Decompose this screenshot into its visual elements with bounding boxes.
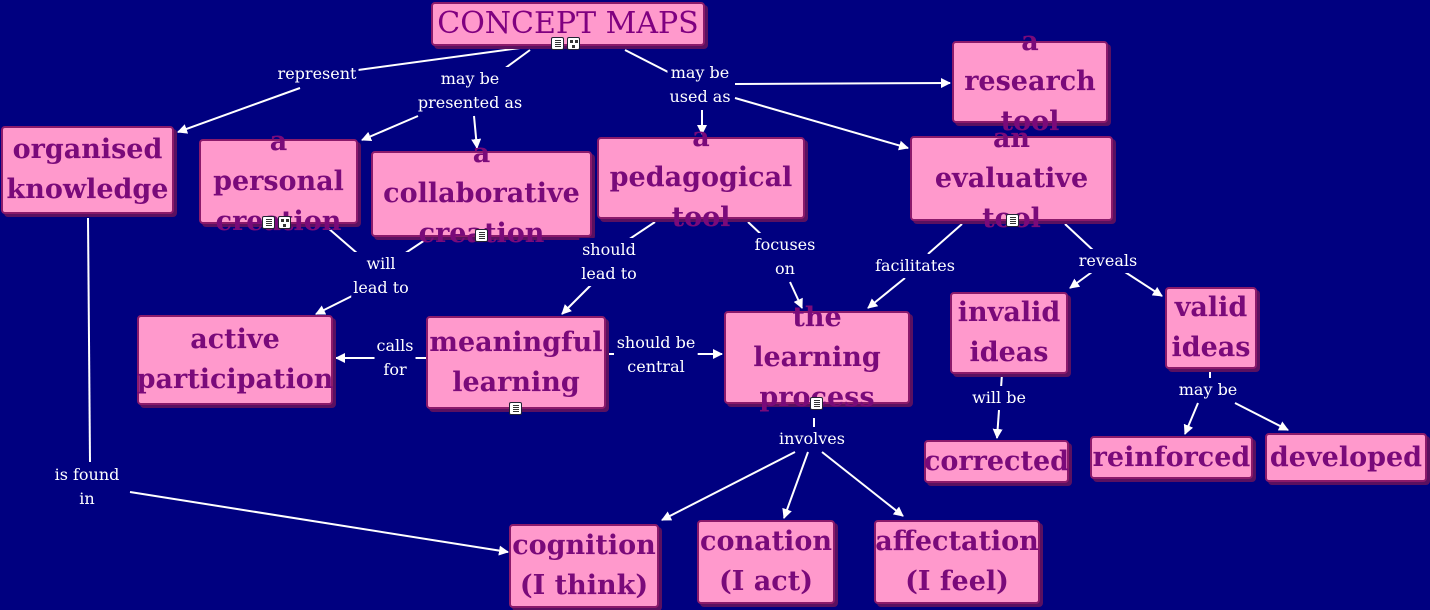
- node-concept-maps-label: CONCEPT MAPS: [437, 6, 699, 41]
- arrow-presented-collab: [471, 115, 482, 149]
- node-reinforced-label: reinforced: [1092, 441, 1251, 473]
- link-label-will-lead-to: will lead to: [351, 252, 411, 300]
- arrow-usedas-research: [734, 78, 951, 89]
- line-organised-foundin: [87, 217, 91, 463]
- node-active-participation[interactable]: active participation: [137, 315, 333, 405]
- node-personal-creation-label: a personal creation: [213, 125, 344, 237]
- node-meaningful-learning[interactable]: meaningful learning: [426, 316, 606, 409]
- arrow-reveals-invalid: [1069, 271, 1093, 289]
- arrow-shouldlead-meaningful: [561, 283, 593, 315]
- node-learning-process-label: the learning process: [753, 301, 881, 413]
- arrow-maybe-reinforced: [1183, 402, 1199, 435]
- link-label-focuses-on: focuses on: [752, 233, 818, 281]
- arrow-maybe-developed: [1234, 402, 1289, 431]
- node-learning-process[interactable]: the learning process: [724, 302, 910, 413]
- node-corrected[interactable]: corrected: [924, 440, 1069, 483]
- link-label-will-be: will be: [970, 386, 1028, 410]
- arrow-presented-personal: [361, 115, 419, 142]
- link-label-should-lead-to: should lead to: [579, 238, 639, 286]
- arrow-facilitates-learning: [867, 277, 906, 309]
- arrow-reveals-valid: [1124, 271, 1163, 297]
- arrow-usedas-evaluative: [734, 97, 909, 151]
- link-label-may-be-presented-as: may be presented as: [415, 67, 525, 115]
- link-label-is-found-in: is found in: [52, 463, 122, 511]
- line-invalid-willbe: [1000, 373, 1003, 389]
- node-invalid-ideas-label: invalid ideas: [957, 297, 1061, 368]
- node-invalid-ideas[interactable]: invalid ideas: [950, 292, 1068, 374]
- document-icon[interactable]: [262, 216, 275, 229]
- arrow-involves-conation: [782, 451, 809, 519]
- node-affectation[interactable]: affectation (I feel): [874, 520, 1040, 604]
- line-pedagogical-shouldlead: [627, 221, 656, 241]
- link-label-may-be-used-as: may be used as: [667, 61, 733, 109]
- node-meaningful-learning-label: meaningful learning: [429, 326, 603, 398]
- node-pedagogical-tool[interactable]: a pedagogical tool: [597, 122, 805, 233]
- document-icon[interactable]: [509, 402, 522, 415]
- line-title-represent: [357, 47, 521, 71]
- node-developed-label: developed: [1269, 441, 1423, 473]
- line-title-usedas: [624, 49, 669, 73]
- arrow-involves-cognition: [661, 451, 796, 521]
- node-collaborative-creation[interactable]: a collaborative creation: [371, 138, 592, 249]
- link-label-facilitates: facilitates: [873, 254, 957, 278]
- arrow-willbe-corrected: [992, 409, 1003, 439]
- submap-icon[interactable]: [278, 216, 291, 229]
- submap-icon[interactable]: [567, 37, 580, 50]
- document-icon[interactable]: [810, 397, 823, 410]
- link-label-represent: represent: [275, 62, 359, 86]
- node-corrected-label: corrected: [923, 445, 1070, 477]
- line-evaluative-facilitates: [927, 223, 963, 255]
- document-icon[interactable]: [551, 37, 564, 50]
- node-conation-label: conation (I act): [700, 526, 832, 597]
- arrow-represent-organised: [177, 87, 301, 134]
- document-icon[interactable]: [475, 229, 488, 242]
- node-valid-ideas[interactable]: valid ideas: [1165, 287, 1257, 369]
- link-label-calls-for: calls for: [374, 334, 416, 382]
- link-label-should-be-central: should be central: [614, 331, 698, 379]
- arrow-focuses-learning: [789, 281, 803, 309]
- node-pedagogical-tool-label: a pedagogical tool: [609, 122, 793, 233]
- arrow-foundin-cognition: [129, 491, 509, 556]
- node-research-tool[interactable]: a research tool: [952, 26, 1108, 137]
- node-conation[interactable]: conation (I act): [697, 520, 835, 604]
- node-personal-creation[interactable]: a personal creation: [199, 126, 358, 237]
- node-affectation-label: affectation (I feel): [875, 526, 1039, 597]
- node-valid-ideas-label: valid ideas: [1171, 292, 1251, 363]
- node-organised-knowledge-label: organised knowledge: [6, 134, 169, 205]
- link-label-involves: involves: [777, 427, 847, 451]
- arrow-involves-affectation: [821, 451, 904, 517]
- link-label-reveals: reveals: [1076, 249, 1140, 273]
- node-developed[interactable]: developed: [1265, 433, 1427, 482]
- node-organised-knowledge[interactable]: organised knowledge: [1, 126, 174, 214]
- node-research-tool-label: a research tool: [964, 26, 1096, 137]
- line-personal-willlead: [327, 227, 359, 255]
- node-cognition[interactable]: cognition (I think): [509, 524, 659, 608]
- node-cognition-label: cognition (I think): [512, 530, 656, 601]
- node-evaluative-tool[interactable]: an evaluative tool: [910, 123, 1113, 234]
- link-label-may-be: may be: [1176, 378, 1240, 402]
- node-reinforced[interactable]: reinforced: [1090, 436, 1253, 479]
- document-icon[interactable]: [1006, 214, 1019, 227]
- line-evaluative-reveals: [1064, 223, 1096, 253]
- node-active-participation-label: active participation: [136, 324, 334, 395]
